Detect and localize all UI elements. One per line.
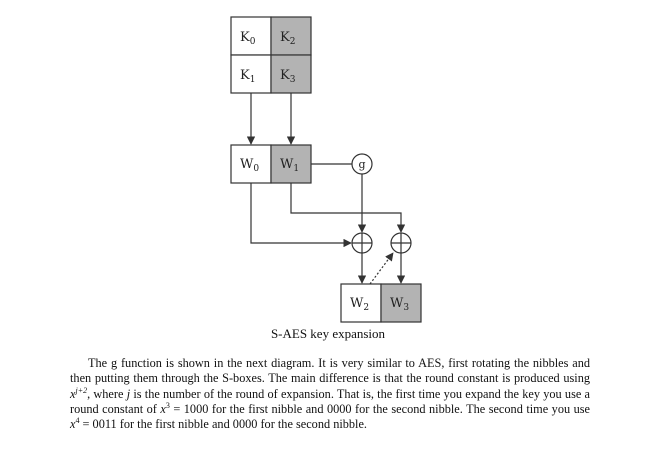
dashed-w2-to-xor2 [369, 252, 394, 285]
xor-node-2 [390, 232, 412, 254]
w0-box [230, 144, 272, 184]
w1-label: W1 [280, 157, 299, 174]
math-x: x [70, 386, 76, 401]
key-label-k2: K2 [280, 30, 295, 47]
figure-caption: S-AES key expansion [270, 326, 386, 341]
key-cell-k3 [270, 54, 312, 94]
para-text-5: = 0011 for the first nibble and 0000 for… [79, 417, 368, 432]
w2-label: W2 [350, 296, 369, 313]
w3-label: W3 [390, 296, 409, 313]
key-cell-k1 [230, 54, 272, 94]
math-j: j [126, 386, 131, 401]
w3-box [380, 283, 422, 323]
line-w1-to-xor2 [290, 183, 406, 233]
body-paragraph: The g function is shown in the next diag… [70, 356, 590, 432]
para-text-4: = 1000 for the first nibble and 0000 for… [169, 401, 590, 416]
para-text-2: , where [87, 386, 127, 401]
xor-node-1 [351, 232, 373, 254]
key-label-k3: K3 [280, 68, 296, 85]
key-grid: K0 K2 K1 K3 [230, 16, 312, 94]
para-text-3: is the number of the round of expansion.… [70, 386, 590, 416]
key-cell-k0 [230, 16, 272, 56]
key-label-k1: K1 [240, 68, 255, 85]
w0-label: W0 [240, 157, 259, 174]
para-text-1: The g function is shown in the next diag… [70, 356, 590, 386]
math-exp-4: 4 [75, 416, 80, 426]
key-expansion-diagram: K0 K2 K1 K3 W0 W1 g W2 W3 [230, 16, 422, 323]
line-w0-to-xor1 [250, 183, 352, 248]
w-first-row: W0 W1 [230, 144, 312, 184]
key-cell-k2 [270, 16, 312, 56]
w-second-row: W2 W3 [340, 283, 422, 323]
math-exp-3: 3 [165, 400, 170, 410]
g-label: g [358, 158, 365, 171]
key-label-k0: K0 [240, 30, 256, 47]
math-x-2: x [160, 401, 166, 416]
math-exp-j-plus-2: j+2 [75, 385, 88, 395]
math-x-3: x [70, 417, 76, 432]
